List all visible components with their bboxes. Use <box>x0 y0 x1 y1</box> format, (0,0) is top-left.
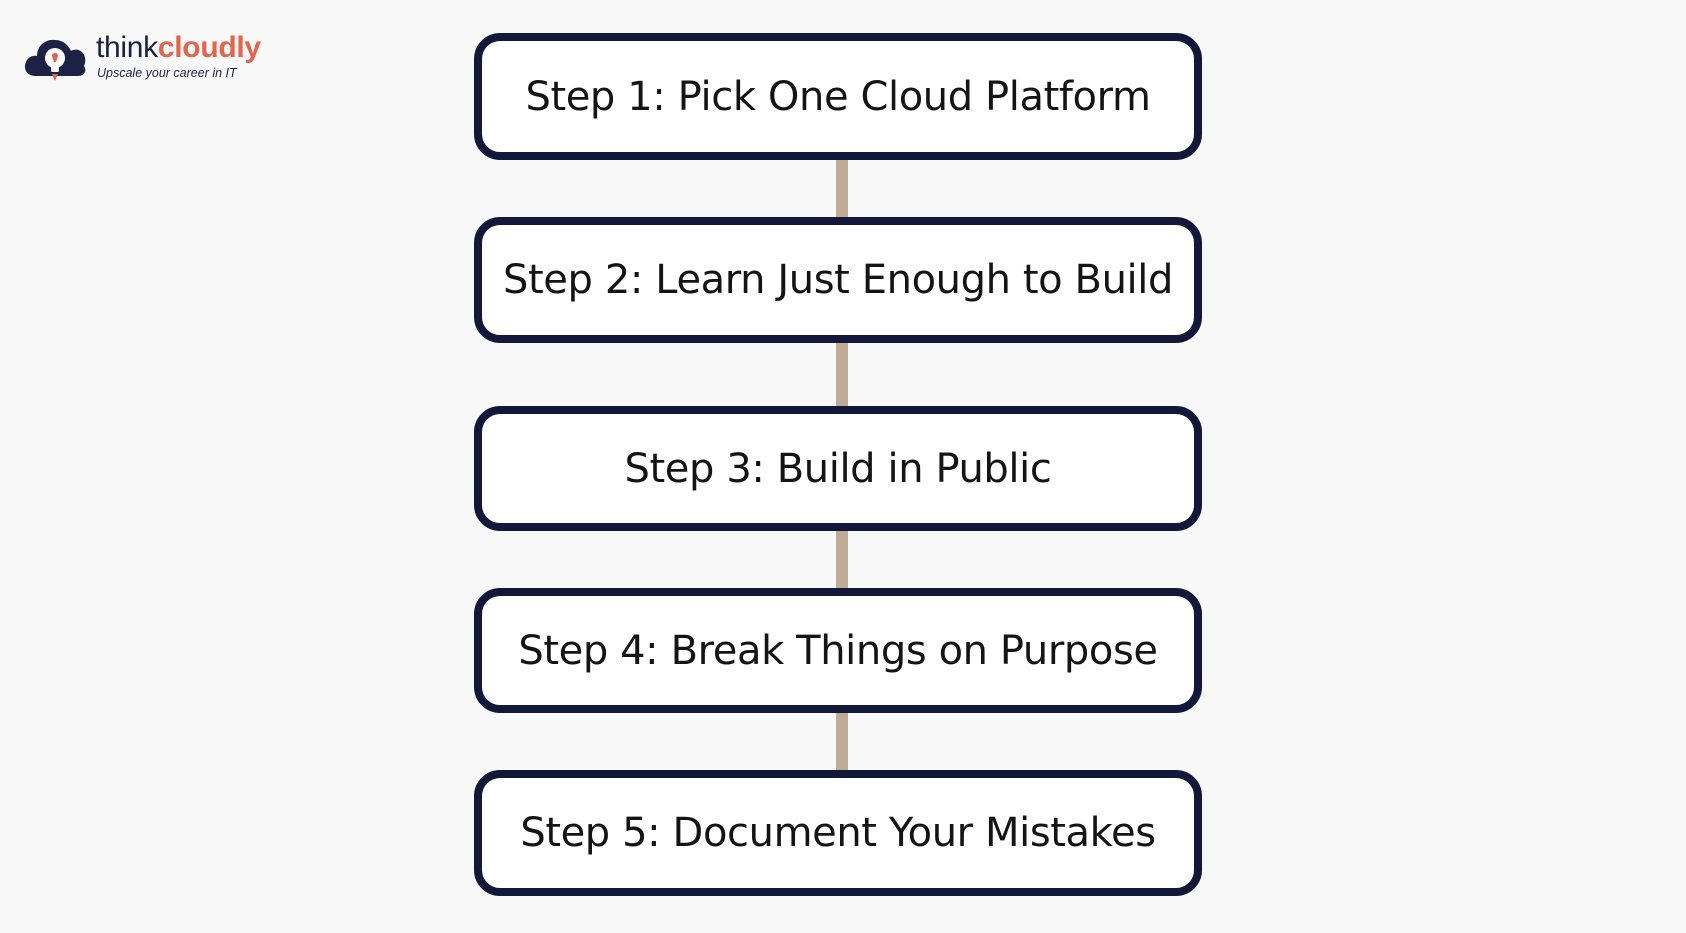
step-box-1: Step 1: Pick One Cloud Platform <box>474 33 1202 160</box>
brand-name-cloudly: cloudly <box>157 31 261 64</box>
brand-wordmark: thinkcloudly <box>96 32 261 64</box>
flow-connector <box>836 528 848 593</box>
brand-logo: thinkcloudly Upscale your career in IT <box>22 28 282 88</box>
flow-connector <box>836 340 848 410</box>
step-box-5: Step 5: Document Your Mistakes <box>474 770 1202 896</box>
brand-tagline: Upscale your career in IT <box>97 66 237 80</box>
step-label: Step 5: Document Your Mistakes <box>520 810 1156 856</box>
step-label: Step 2: Learn Just Enough to Build <box>503 257 1173 303</box>
brand-name-think: think <box>96 31 158 64</box>
flow-connector <box>836 158 848 220</box>
step-box-4: Step 4: Break Things on Purpose <box>474 588 1202 713</box>
step-box-3: Step 3: Build in Public <box>474 406 1202 531</box>
step-label: Step 1: Pick One Cloud Platform <box>525 73 1151 120</box>
step-box-2: Step 2: Learn Just Enough to Build <box>474 217 1202 343</box>
flow-connector <box>836 710 848 775</box>
cloud-lightbulb-rocket-icon <box>24 39 86 81</box>
step-label: Step 3: Build in Public <box>624 445 1052 492</box>
step-label: Step 4: Break Things on Purpose <box>518 627 1158 674</box>
